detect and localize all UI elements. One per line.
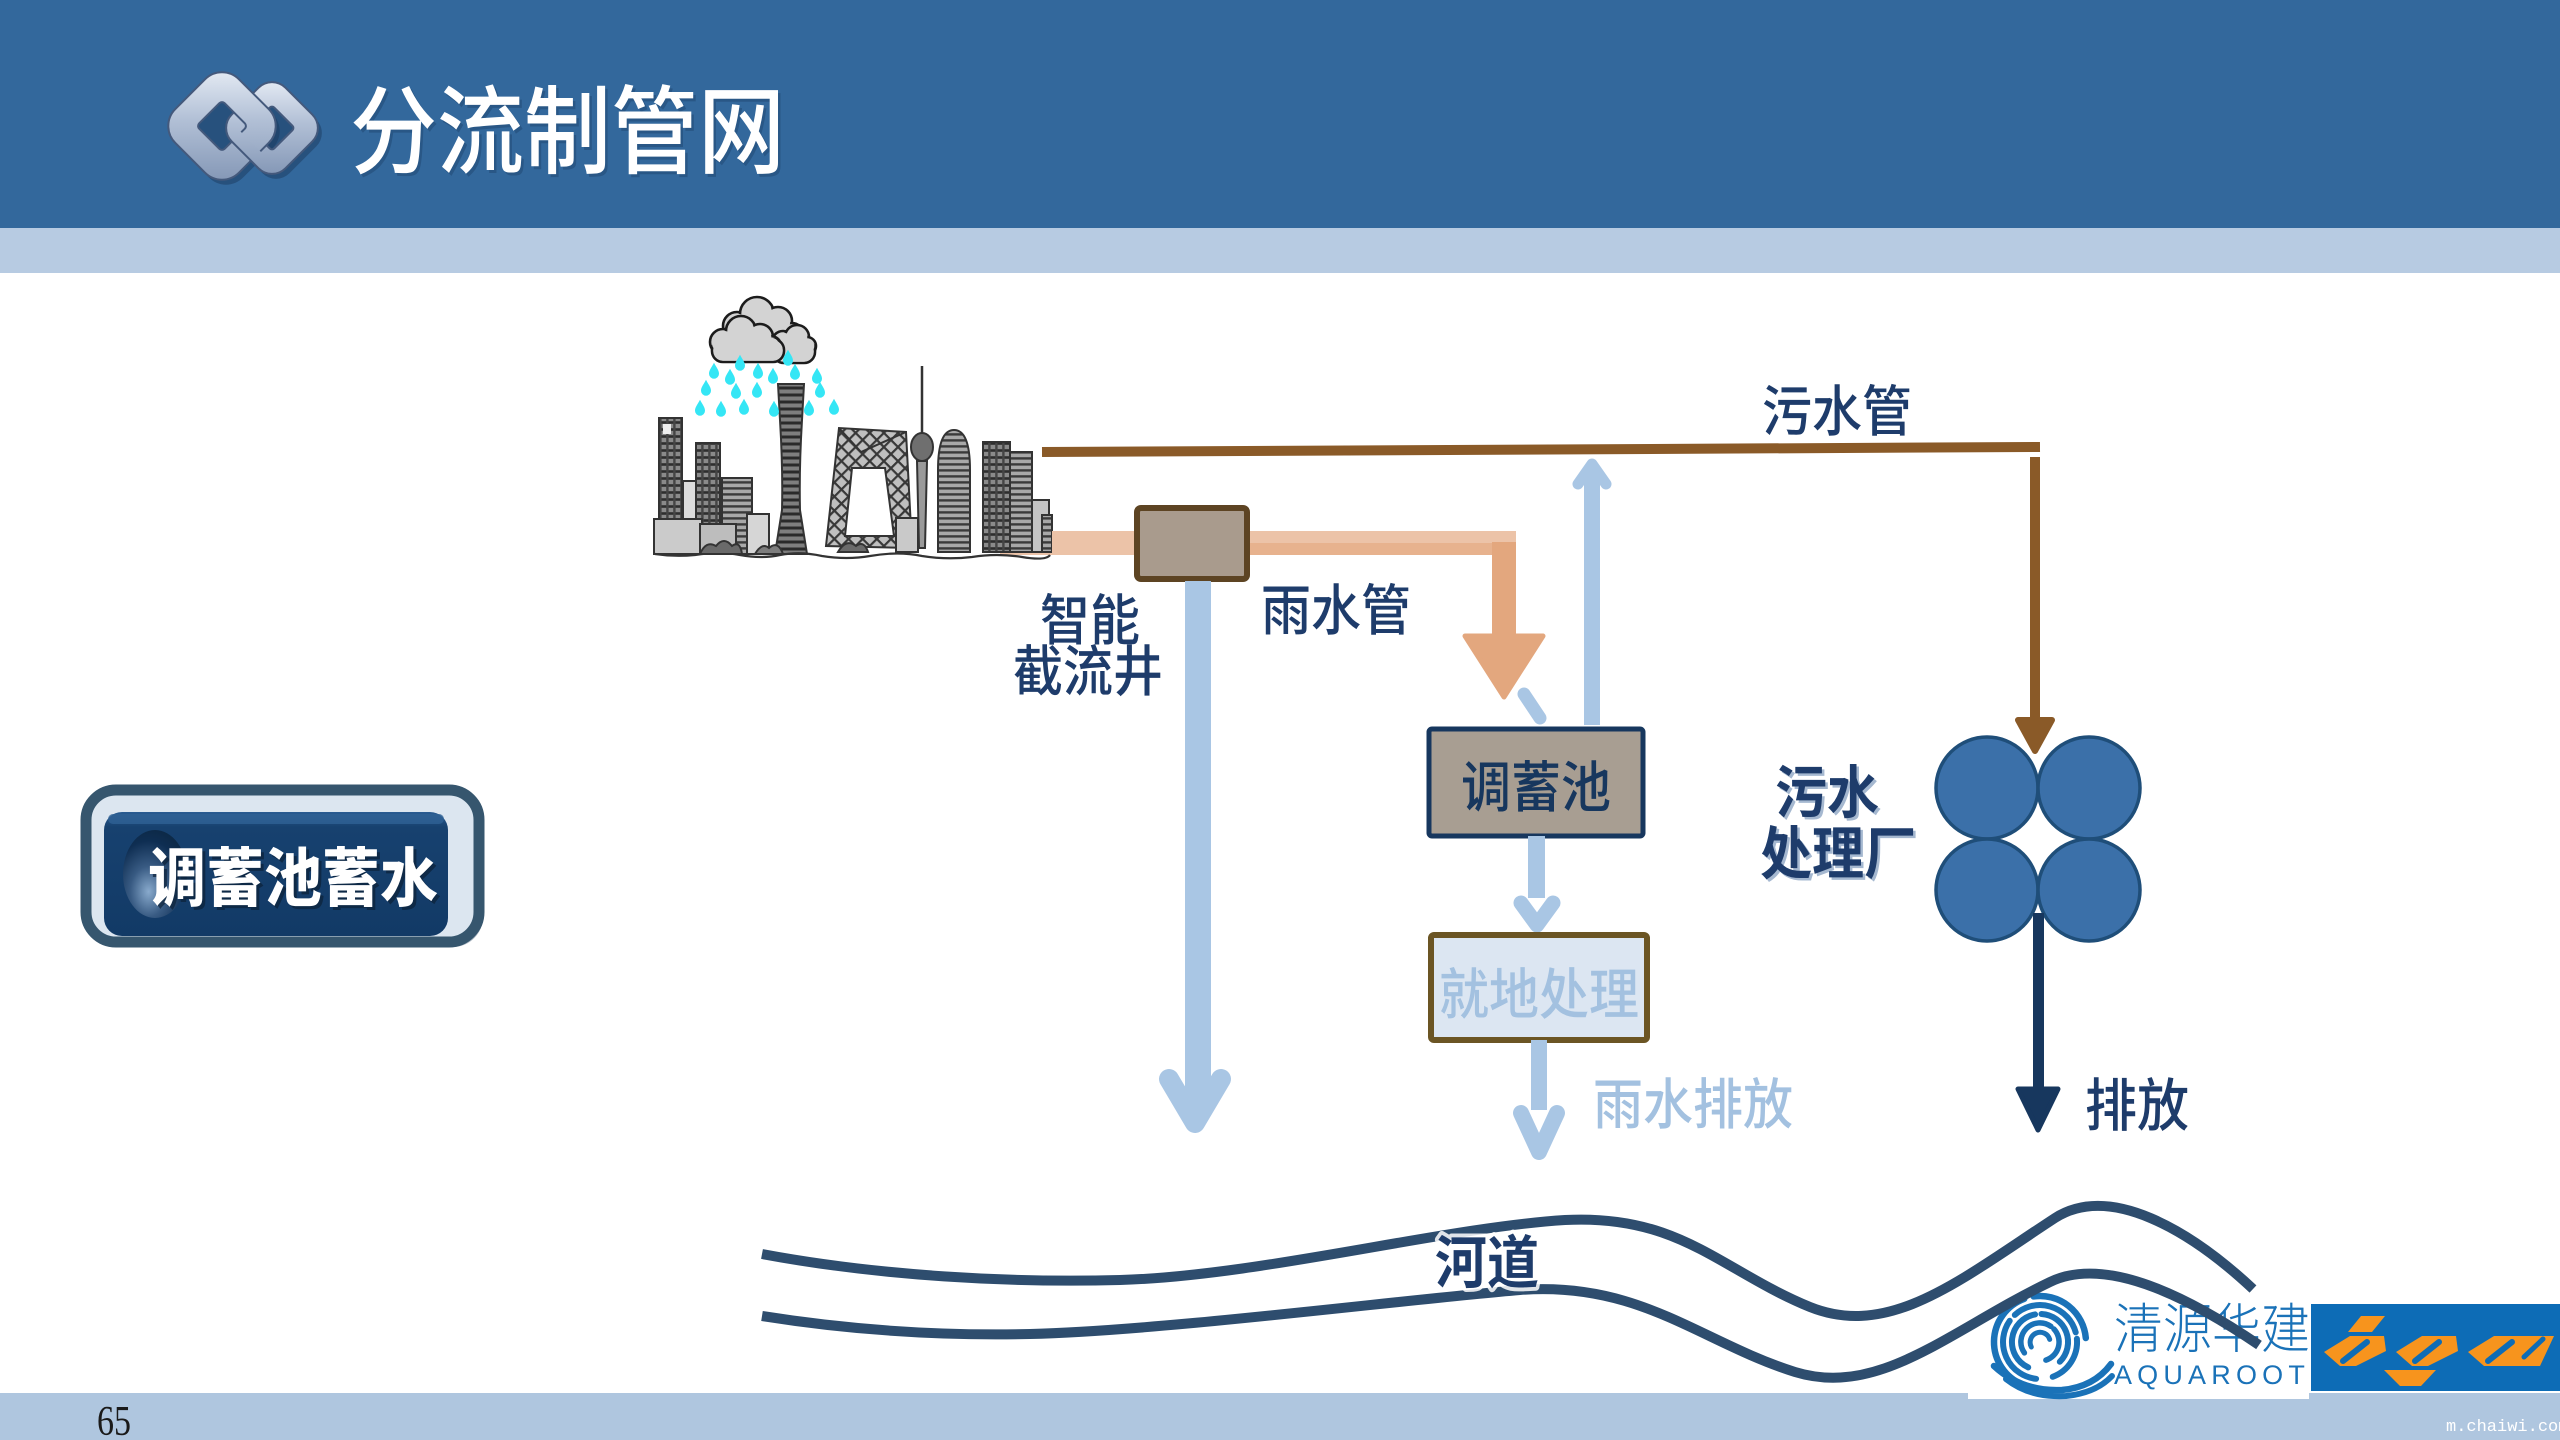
- svg-text:65: 65: [97, 1399, 131, 1440]
- svg-text:AQUAROOT: AQUAROOT: [2114, 1360, 2310, 1390]
- svg-text:m.chaiwi.com: m.chaiwi.com: [2446, 1418, 2560, 1437]
